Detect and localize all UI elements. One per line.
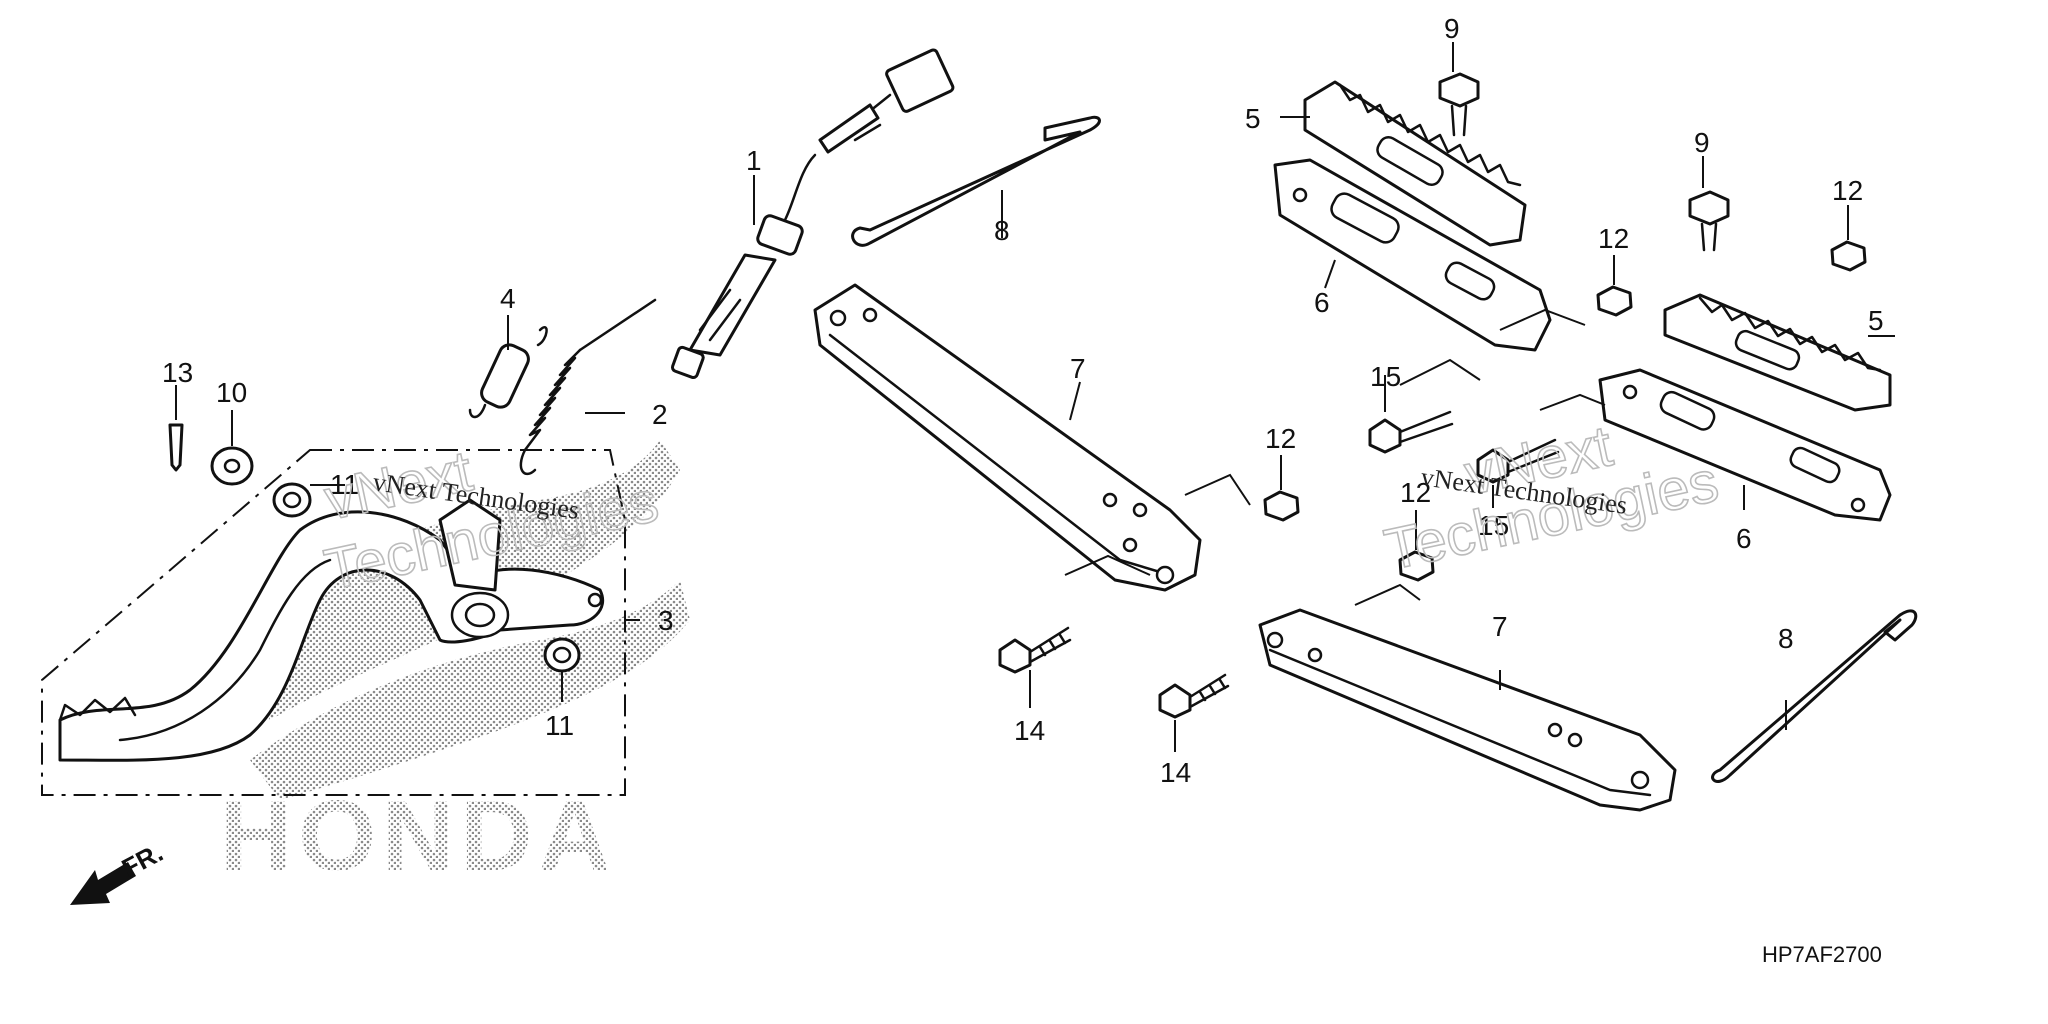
flange-bolt-right-b [1476,438,1560,484]
step-plate-upper [1303,80,1527,247]
flange-bolt-lower [1158,673,1230,719]
flange-nut-a [1263,490,1300,522]
callout-5-upper: 5 [1245,103,1261,134]
rear-brake-switch [670,48,955,380]
collar-lower [543,637,581,673]
flange-nut-d [1830,240,1867,272]
pin-rod-lower [1711,609,1918,783]
callout-13: 13 [162,357,193,388]
callout-12-c: 12 [1598,223,1629,254]
flange-bolt-upper [998,626,1072,674]
flange-bolt-right-a [1368,410,1454,454]
callout-12-b: 12 [1400,477,1431,508]
leader-lines [175,42,1895,752]
collar-upper [272,482,312,518]
callout-2: 2 [652,399,668,430]
callout-15-left: 15 [1370,361,1401,392]
step-bracket-lower [1598,368,1892,522]
step-bolt-upper [1438,72,1480,137]
callout-14-upper: 14 [1014,715,1045,746]
callout-labels: 1 2 3 4 5 5 6 6 7 7 8 8 9 9 10 11 11 12 … [162,13,1884,788]
flange-nut-c [1596,285,1633,317]
callout-12-d: 12 [1832,175,1863,206]
brake-pedal-group-outline [41,449,626,796]
callout-12-a: 12 [1265,423,1296,454]
callout-8-upper: 8 [994,215,1010,246]
callout-14-lower: 14 [1160,757,1191,788]
cotter-pin [168,423,184,472]
step-plate-lower [1663,293,1892,412]
step-bolt-lower [1688,190,1730,252]
return-spring-long [519,298,657,476]
pin-rod-upper [851,115,1101,247]
callout-9-lower: 9 [1694,127,1710,158]
front-direction-indicator: FR. [70,837,168,905]
step-bar-lower [1258,608,1677,812]
callout-7-upper: 7 [1070,353,1086,384]
callout-3: 3 [658,605,674,636]
step-bar-upper [813,283,1202,592]
callout-5-lower: 5 [1868,305,1884,336]
callout-1: 1 [746,145,762,176]
step-bracket-upper [1273,158,1552,352]
callout-10: 10 [216,377,247,408]
callout-15-right: 15 [1478,510,1509,541]
figure-code: HP7AF2700 [1762,942,1882,967]
front-arrow-icon [70,862,136,905]
return-spring-short [468,326,548,419]
callout-6-upper: 6 [1314,287,1330,318]
brake-pedal [58,498,605,762]
callout-11-lower: 11 [545,710,574,741]
honda-logo-text: HONDA [220,780,617,892]
washer [210,446,254,486]
flange-nut-b [1398,550,1435,582]
callout-6-lower: 6 [1736,523,1752,554]
callout-8-lower: 8 [1778,623,1794,654]
callout-7-lower: 7 [1492,611,1508,642]
callout-4: 4 [500,283,516,314]
callout-9-upper: 9 [1444,13,1460,44]
callout-11-upper: 11 [330,469,359,500]
